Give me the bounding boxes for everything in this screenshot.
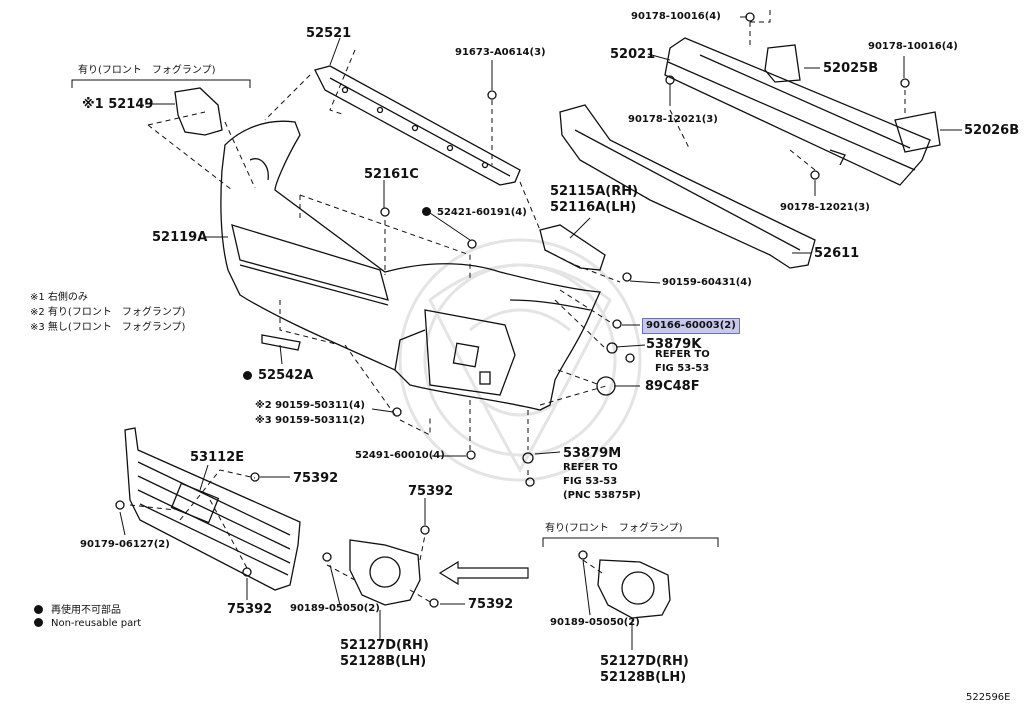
bracket-52149-shape: [174, 87, 223, 136]
part-label-52026b[interactable]: 52026B: [964, 123, 1020, 138]
fog-cover-middle-shape: [349, 539, 421, 606]
reinforcement-beam-shape: [664, 37, 931, 186]
part-label-90159-60431[interactable]: 90159-60431(4): [662, 277, 752, 288]
part-label-90178-10016-right[interactable]: 90178-10016(4): [868, 41, 958, 52]
part-label-53879m[interactable]: 53879M: [563, 446, 622, 461]
group-caption-bottom-right: 有り(フロント フォグランプ): [545, 523, 683, 534]
refer-to-fig-2-line3[interactable]: (PNC 53875P): [563, 490, 641, 501]
part-label-52115a[interactable]: 52115A(RH): [550, 184, 639, 199]
part-label-90166-60003-highlighted[interactable]: 90166-60003(2): [642, 318, 740, 334]
part-label-52025b[interactable]: 52025B: [823, 61, 879, 76]
group-caption-top-left: 有り(フロント フォグランプ): [78, 65, 216, 76]
radiator-grille-shape: [124, 427, 301, 591]
energy-absorber-shape: [559, 104, 816, 269]
part-label-52149[interactable]: ※1 52149: [82, 97, 154, 112]
part-label-90159-50311-b[interactable]: ※3 90159-50311(2): [255, 415, 365, 426]
group-brackets: [71, 79, 719, 547]
bracket-52025b-shape: [764, 44, 801, 83]
part-label-90189-05050-a[interactable]: 90189-05050(2): [290, 603, 380, 614]
part-label-52128b-b[interactable]: 52128B(LH): [600, 670, 687, 685]
black-dot-icon: [34, 605, 43, 614]
part-label-52542a[interactable]: 52542A: [243, 369, 313, 382]
refer-to-fig-2-line1[interactable]: REFER TO: [563, 462, 618, 473]
non-reusable-dot-icon: [422, 207, 431, 216]
part-label-52421-60191-text: 52421-60191(4): [437, 207, 527, 218]
watermark-emblem: [398, 238, 642, 482]
part-label-90189-05050-b[interactable]: 90189-05050(2): [550, 617, 640, 628]
black-dot-icon: [34, 618, 43, 627]
part-label-91673-a0614[interactable]: 91673-A0614(3): [455, 47, 546, 58]
note-3: ※3 無し(フロント フォグランプ): [30, 322, 186, 333]
legend-item-reusable-en: Non-reusable part: [34, 618, 141, 629]
part-label-90159-50311-a[interactable]: ※2 90159-50311(4): [255, 400, 365, 411]
note-1: ※1 右側のみ: [30, 292, 88, 303]
part-label-53879k[interactable]: 53879K: [646, 337, 702, 352]
part-label-52128b-a[interactable]: 52128B(LH): [340, 654, 427, 669]
part-label-90179-06127[interactable]: 90179-06127(2): [80, 539, 170, 550]
part-label-52421-60191[interactable]: 52421-60191(4): [422, 207, 527, 218]
part-label-89c48f[interactable]: 89C48F: [645, 379, 700, 394]
part-label-53112e[interactable]: 53112E: [190, 450, 245, 465]
part-label-52021[interactable]: 52021: [610, 47, 656, 62]
part-label-52521[interactable]: 52521: [306, 26, 352, 41]
part-label-75392-b[interactable]: 75392: [408, 484, 454, 499]
part-label-75392-c[interactable]: 75392: [227, 602, 273, 617]
bumper-cover-shape: [220, 120, 601, 411]
bracket-52026b-shape: [894, 111, 941, 153]
legend-text-en: Non-reusable part: [51, 618, 142, 629]
assembly-dashed-lines: [129, 10, 906, 604]
figure-code: 522596E: [966, 692, 1011, 703]
non-reusable-dot-icon: [243, 371, 252, 380]
part-label-52161c[interactable]: 52161C: [364, 167, 419, 182]
refer-to-fig-1-line1[interactable]: REFER TO: [655, 349, 710, 360]
part-label-52119a[interactable]: 52119A: [152, 230, 208, 245]
part-label-90178-10016-top[interactable]: 90178-10016(4): [631, 11, 721, 22]
legend-text-jp: 再使用不可部品: [51, 605, 121, 616]
part-label-52127d-a[interactable]: 52127D(RH): [340, 638, 429, 653]
part-label-52127d-b[interactable]: 52127D(RH): [600, 654, 689, 669]
note-2: ※2 有り(フロント フォグランプ): [30, 307, 186, 318]
part-label-75392-d[interactable]: 75392: [468, 597, 514, 612]
trim-52542a-shape: [261, 334, 301, 351]
direction-arrow: [438, 560, 529, 586]
upper-retainer-shape: [314, 65, 521, 186]
part-label-90178-12021-left[interactable]: 90178-12021(3): [628, 114, 718, 125]
refer-to-fig-2-line2[interactable]: FIG 53-53: [563, 476, 618, 487]
fog-cover-right-shape: [597, 559, 671, 619]
leader-lines: [119, 16, 962, 650]
part-label-90178-12021-bottom[interactable]: 90178-12021(3): [780, 202, 870, 213]
part-label-75392-a[interactable]: 75392: [293, 471, 339, 486]
part-label-52542a-text: 52542A: [258, 368, 314, 383]
refer-to-fig-1-line2[interactable]: FIG 53-53: [655, 363, 710, 374]
legend-item-reusable-jp: 再使用不可部品: [34, 601, 121, 616]
part-label-52116a[interactable]: 52116A(LH): [550, 200, 637, 215]
part-label-52491-60010[interactable]: 52491-60010(4): [355, 450, 445, 461]
part-label-52611[interactable]: 52611: [814, 246, 860, 261]
